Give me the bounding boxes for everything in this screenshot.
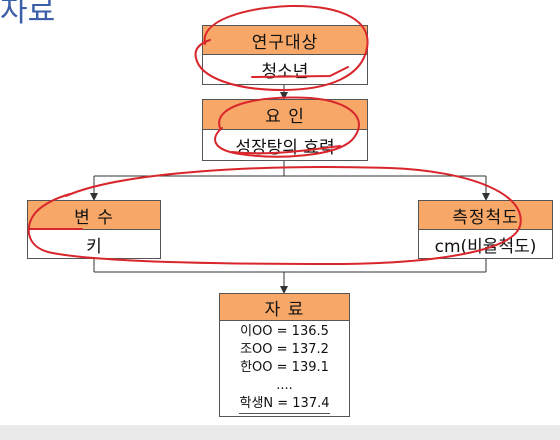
box-data-list: 이OO = 136.5 조OO = 137.2 한OO = 139.1 ....… [220, 321, 349, 416]
annotation-underline-factor [231, 145, 341, 155]
annotation-circle-factor [214, 96, 360, 158]
box-data-header: 자 료 [220, 294, 349, 321]
annotation-circle-subject [194, 4, 369, 92]
data-row: 한OO = 139.1 [240, 360, 329, 375]
box-variable-header: 변 수 [28, 201, 160, 230]
box-factor-header: 요 인 [203, 100, 367, 130]
box-research-subject-header: 연구대상 [203, 26, 367, 55]
box-data: 자 료 이OO = 136.5 조OO = 137.2 한OO = 139.1 … [219, 293, 350, 417]
data-row: 이OO = 136.5 [240, 324, 329, 339]
annotation-underline-subject [251, 66, 349, 78]
bottom-strip [0, 425, 560, 440]
data-row-ellipsis: .... [276, 378, 293, 393]
slide-title: 자료 [0, 0, 56, 29]
box-variable-value: 키 [86, 236, 102, 257]
box-measurement-scale-value: cm(비율척도) [434, 236, 537, 257]
box-measurement-scale-header: 측정척도 [419, 201, 552, 230]
data-row: 조OO = 137.2 [240, 342, 329, 357]
annotation-loop-variables [27, 166, 522, 266]
data-row: 학생N = 137.4 [239, 395, 330, 414]
